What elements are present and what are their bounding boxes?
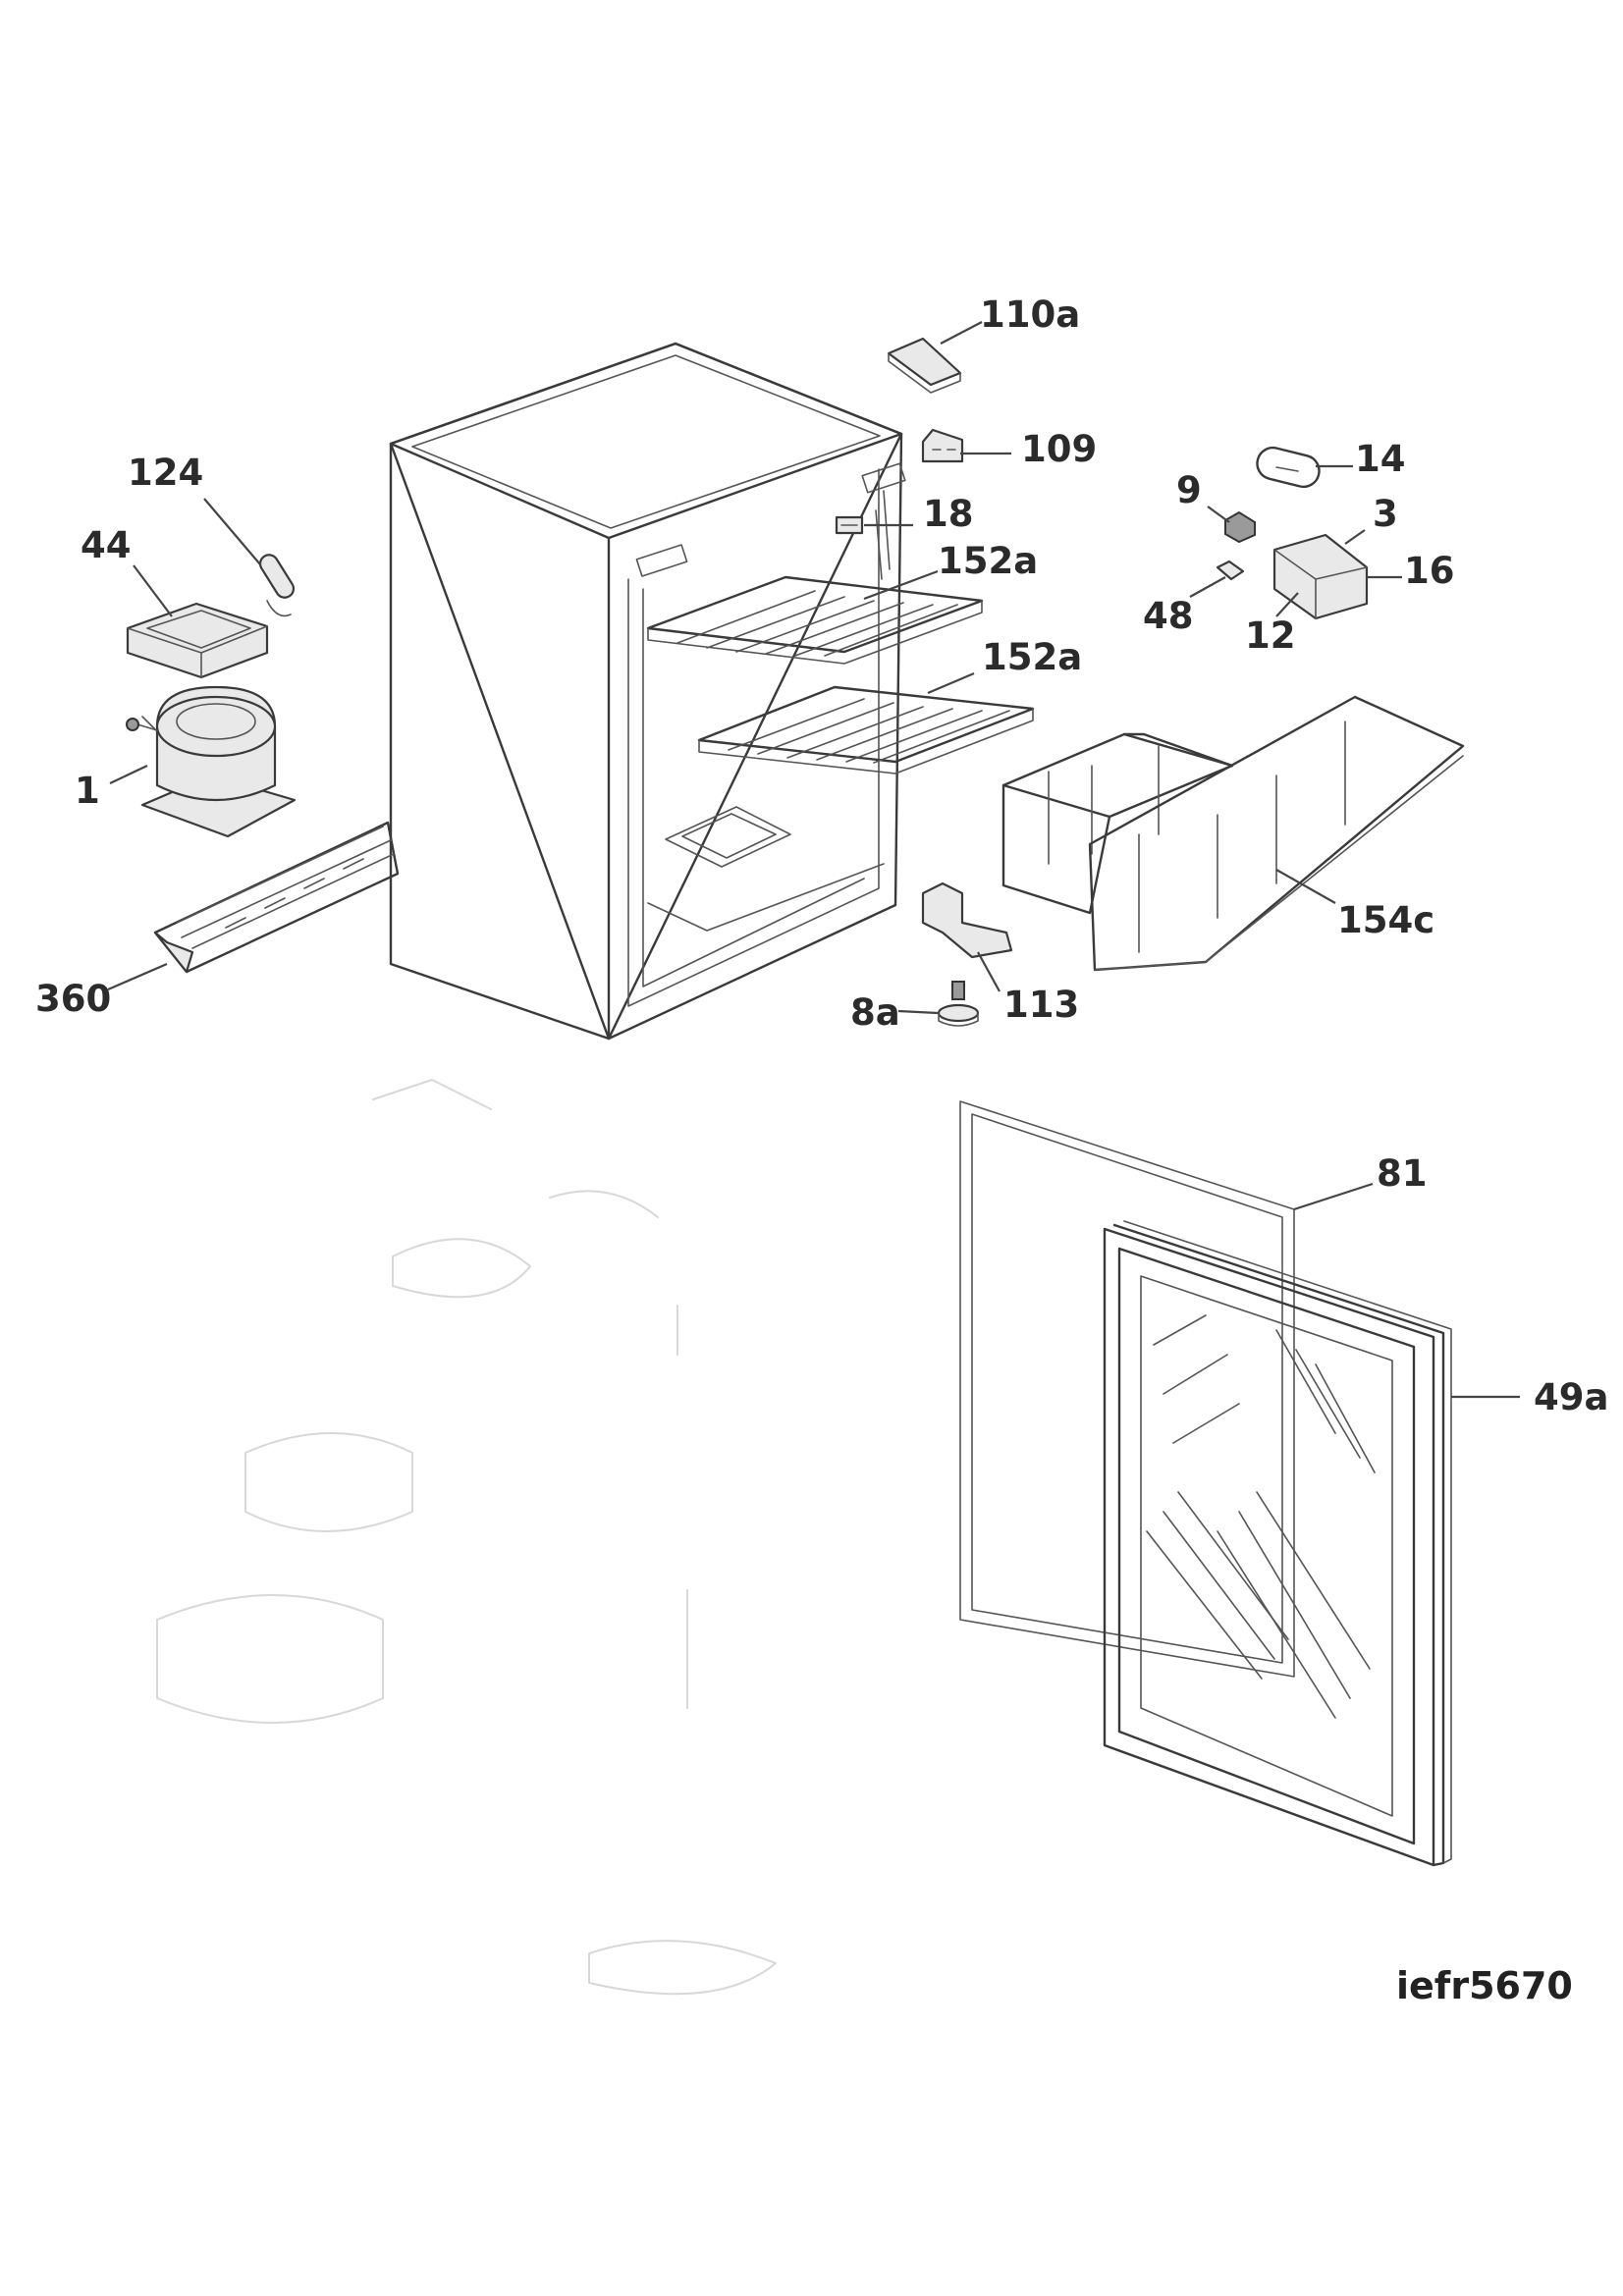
callout-154c: 154c — [1337, 899, 1434, 941]
door-liner-81 — [959, 1100, 1295, 1678]
diagram-reference: iefr5670 — [1396, 1964, 1573, 2007]
glass-door-49a — [1103, 1220, 1452, 1867]
hinge-cover-110a — [887, 337, 962, 394]
callout-16: 16 — [1404, 550, 1455, 592]
divider-154c — [1001, 695, 1465, 972]
switch-48 — [1216, 560, 1245, 581]
leader-lines — [107, 321, 1520, 1399]
lamp-cover-14 — [1256, 446, 1321, 489]
callout-14: 14 — [1355, 438, 1406, 480]
callout-360: 360 — [35, 978, 111, 1020]
ghost-background-drawing — [156, 1079, 777, 1996]
light-housing-3 — [1272, 533, 1369, 620]
adjustable-foot-8a — [937, 981, 980, 1027]
callout-1: 1 — [75, 770, 100, 812]
callout-81: 81 — [1377, 1152, 1428, 1195]
compressor-1 — [126, 685, 297, 838]
callout-labels: 110a 109 14 124 9 18 3 44 152a 16 48 12 … — [35, 294, 1608, 2007]
callout-49a: 49a — [1534, 1376, 1608, 1418]
callout-113: 113 — [1003, 984, 1079, 1026]
top-hinge-109 — [921, 428, 964, 463]
drier-filter-124 — [258, 554, 296, 617]
bottom-hinge-113 — [921, 881, 1013, 959]
callout-12: 12 — [1245, 614, 1296, 657]
callout-110a: 110a — [980, 294, 1080, 336]
callout-152a-upper: 152a — [938, 540, 1038, 582]
callout-109: 109 — [1021, 428, 1097, 470]
callout-3: 3 — [1373, 493, 1398, 535]
fridge-cabinet — [389, 342, 906, 1041]
callout-18: 18 — [923, 493, 974, 535]
callout-124: 124 — [128, 452, 203, 494]
drip-tray-44 — [126, 602, 269, 679]
callout-44: 44 — [81, 524, 132, 566]
callout-152a-lower: 152a — [982, 636, 1082, 678]
wire-shelf-upper — [646, 575, 984, 665]
wire-shelf-lower — [697, 685, 1035, 774]
condenser-360 — [153, 821, 400, 974]
hinge-pin-18 — [835, 515, 864, 535]
callout-8a: 8a — [850, 991, 900, 1034]
lamp-holder-9 — [1224, 510, 1256, 544]
callout-9: 9 — [1176, 469, 1202, 511]
callout-48: 48 — [1143, 595, 1194, 637]
